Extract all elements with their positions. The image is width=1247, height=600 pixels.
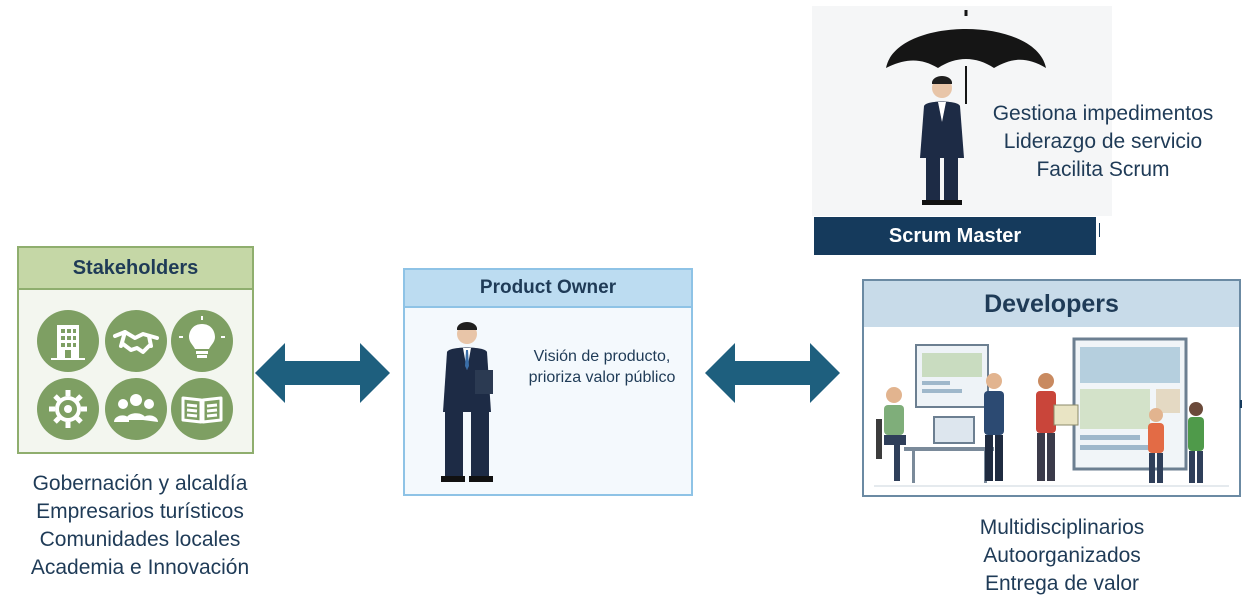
group-icon bbox=[105, 378, 167, 440]
stakeholder-item: Comunidades locales bbox=[39, 528, 241, 551]
product-owner-line: prioriza valor público bbox=[528, 369, 676, 386]
developers-title: Developers bbox=[864, 281, 1239, 327]
umbrella-person-icon bbox=[886, 10, 1046, 205]
product-owner-line: Visión de producto, bbox=[533, 348, 671, 365]
stakeholders-icon-grid bbox=[19, 290, 252, 452]
developers-team-illustration bbox=[874, 337, 1229, 487]
divider-mark bbox=[1240, 400, 1242, 408]
book-icon bbox=[171, 378, 233, 440]
product-owner-box: Product Owner Visión de producto, priori… bbox=[403, 268, 693, 496]
product-owner-person-icon bbox=[441, 322, 493, 482]
stakeholder-item: Academia e Innovación bbox=[30, 556, 250, 579]
scrum-master-item: Facilita Scrum bbox=[1036, 158, 1170, 181]
lightbulb-icon bbox=[171, 310, 233, 372]
building-icon bbox=[37, 310, 99, 372]
stakeholders-list: Gobernación y alcaldía Empresarios turís… bbox=[0, 470, 280, 582]
product-owner-description: Visión de producto, prioriza valor públi… bbox=[517, 346, 687, 388]
scrum-master-illustration bbox=[812, 6, 1112, 216]
developers-item: Entrega de valor bbox=[984, 572, 1140, 595]
scrum-master-label: Scrum Master bbox=[814, 217, 1096, 255]
double-arrow-left bbox=[255, 343, 390, 403]
stakeholder-item: Empresarios turísticos bbox=[36, 500, 244, 523]
developers-item: Autoorganizados bbox=[983, 544, 1141, 567]
developers-list: Multidisciplinarios Autoorganizados Entr… bbox=[940, 514, 1184, 598]
stakeholders-box: Stakeholders bbox=[17, 246, 254, 454]
developers-item: Multidisciplinarios bbox=[979, 516, 1145, 539]
gear-leaf-icon bbox=[37, 378, 99, 440]
product-owner-title: Product Owner bbox=[405, 270, 691, 308]
handshake-icon bbox=[105, 310, 167, 372]
scrum-master-item: Liderazgo de servicio bbox=[1003, 130, 1203, 153]
scrum-master-item: Gestiona impedimentos bbox=[992, 102, 1214, 125]
developers-box: Developers bbox=[862, 279, 1241, 497]
stakeholder-item: Gobernación y alcaldía bbox=[32, 472, 248, 495]
scrum-master-list: Gestiona impedimentos Liderazgo de servi… bbox=[968, 100, 1238, 184]
stakeholders-title: Stakeholders bbox=[19, 248, 252, 290]
divider-mark bbox=[1099, 223, 1100, 237]
double-arrow-right bbox=[705, 343, 840, 403]
